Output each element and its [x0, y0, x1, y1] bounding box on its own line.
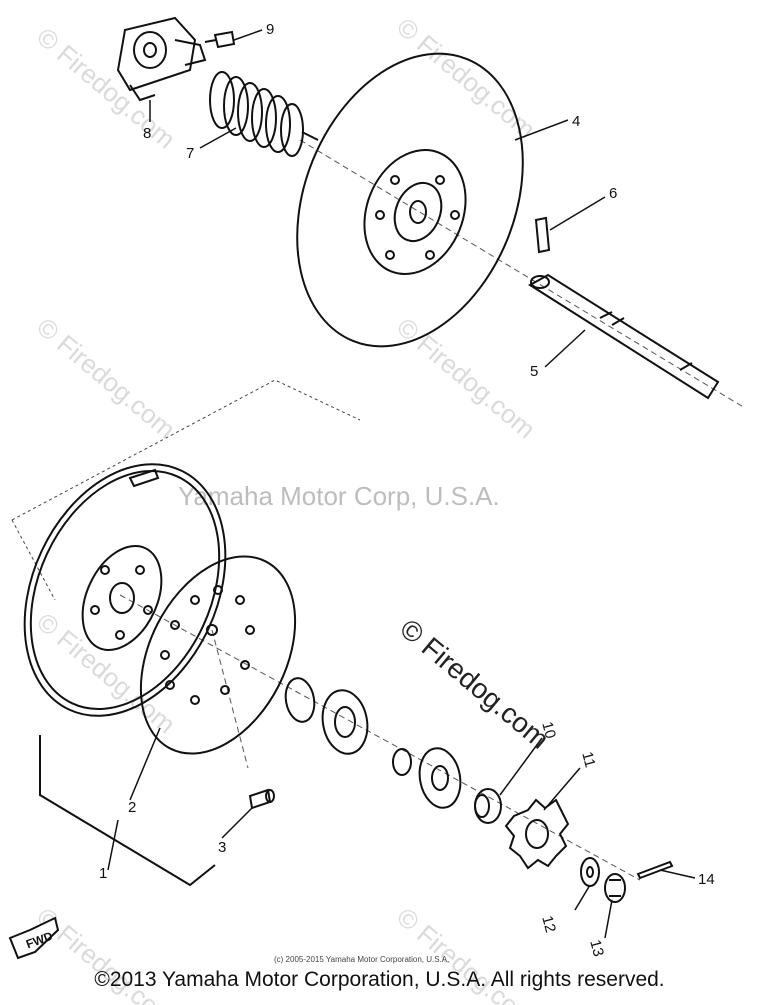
- dowel-part: [534, 216, 551, 254]
- part-number: 7: [186, 145, 194, 162]
- drive-plate: [23, 463, 227, 717]
- part-number: 10: [538, 720, 559, 741]
- part-number: 11: [578, 750, 598, 769]
- watermark-tile: © Firedog.com: [31, 607, 181, 740]
- part-number: 6: [609, 185, 617, 202]
- pin-part: [204, 30, 236, 49]
- part-number: 4: [572, 113, 580, 130]
- part-number: 5: [530, 363, 538, 380]
- part-number: 13: [586, 938, 607, 959]
- watermark-corp: Yamaha Motor Corp, U.S.A.: [178, 481, 500, 511]
- watermark-tile: © Firedog.com: [391, 312, 541, 445]
- part-number: 9: [266, 21, 274, 38]
- part-number: 2: [128, 799, 136, 816]
- dowel-pin-3: [248, 788, 275, 810]
- footer-copyright: ©2013 Yamaha Motor Corporation, U.S.A. A…: [94, 968, 665, 991]
- washer-part: [580, 857, 600, 887]
- assembly-bracket: [39, 735, 216, 887]
- assembly-axes: [119, 139, 746, 881]
- small-copyright: (c) 2005-2015 Yamaha Motor Corporation, …: [274, 955, 449, 964]
- part-numbers: 1 2 3 4 5 6 7 8 9 10 11 12 13 14: [99, 21, 715, 958]
- cam-bracket: [116, 16, 207, 102]
- watermark-tile: © Firedog.com: [31, 312, 181, 445]
- shaft-part: [528, 273, 720, 400]
- bearing-set: [284, 677, 462, 809]
- part-number: 1: [99, 865, 107, 882]
- part-number: 8: [143, 125, 151, 142]
- watermark-tile: © Firedog.com: [31, 22, 181, 155]
- spring-part: [209, 71, 319, 157]
- sprocket-part: [504, 798, 570, 870]
- perforated-disc: [139, 555, 297, 755]
- exploded-frame: [11, 379, 361, 601]
- sheave-part: [296, 52, 524, 348]
- nut-part: [604, 873, 626, 903]
- cotter-pin-part: [636, 860, 674, 880]
- part-number: 12: [538, 914, 559, 935]
- watermark-site: © Firedog.com: [394, 613, 555, 755]
- part-number: 3: [218, 839, 226, 856]
- leader-lines: [107, 29, 696, 939]
- part-number: 14: [698, 871, 715, 888]
- collar-part: [474, 788, 502, 824]
